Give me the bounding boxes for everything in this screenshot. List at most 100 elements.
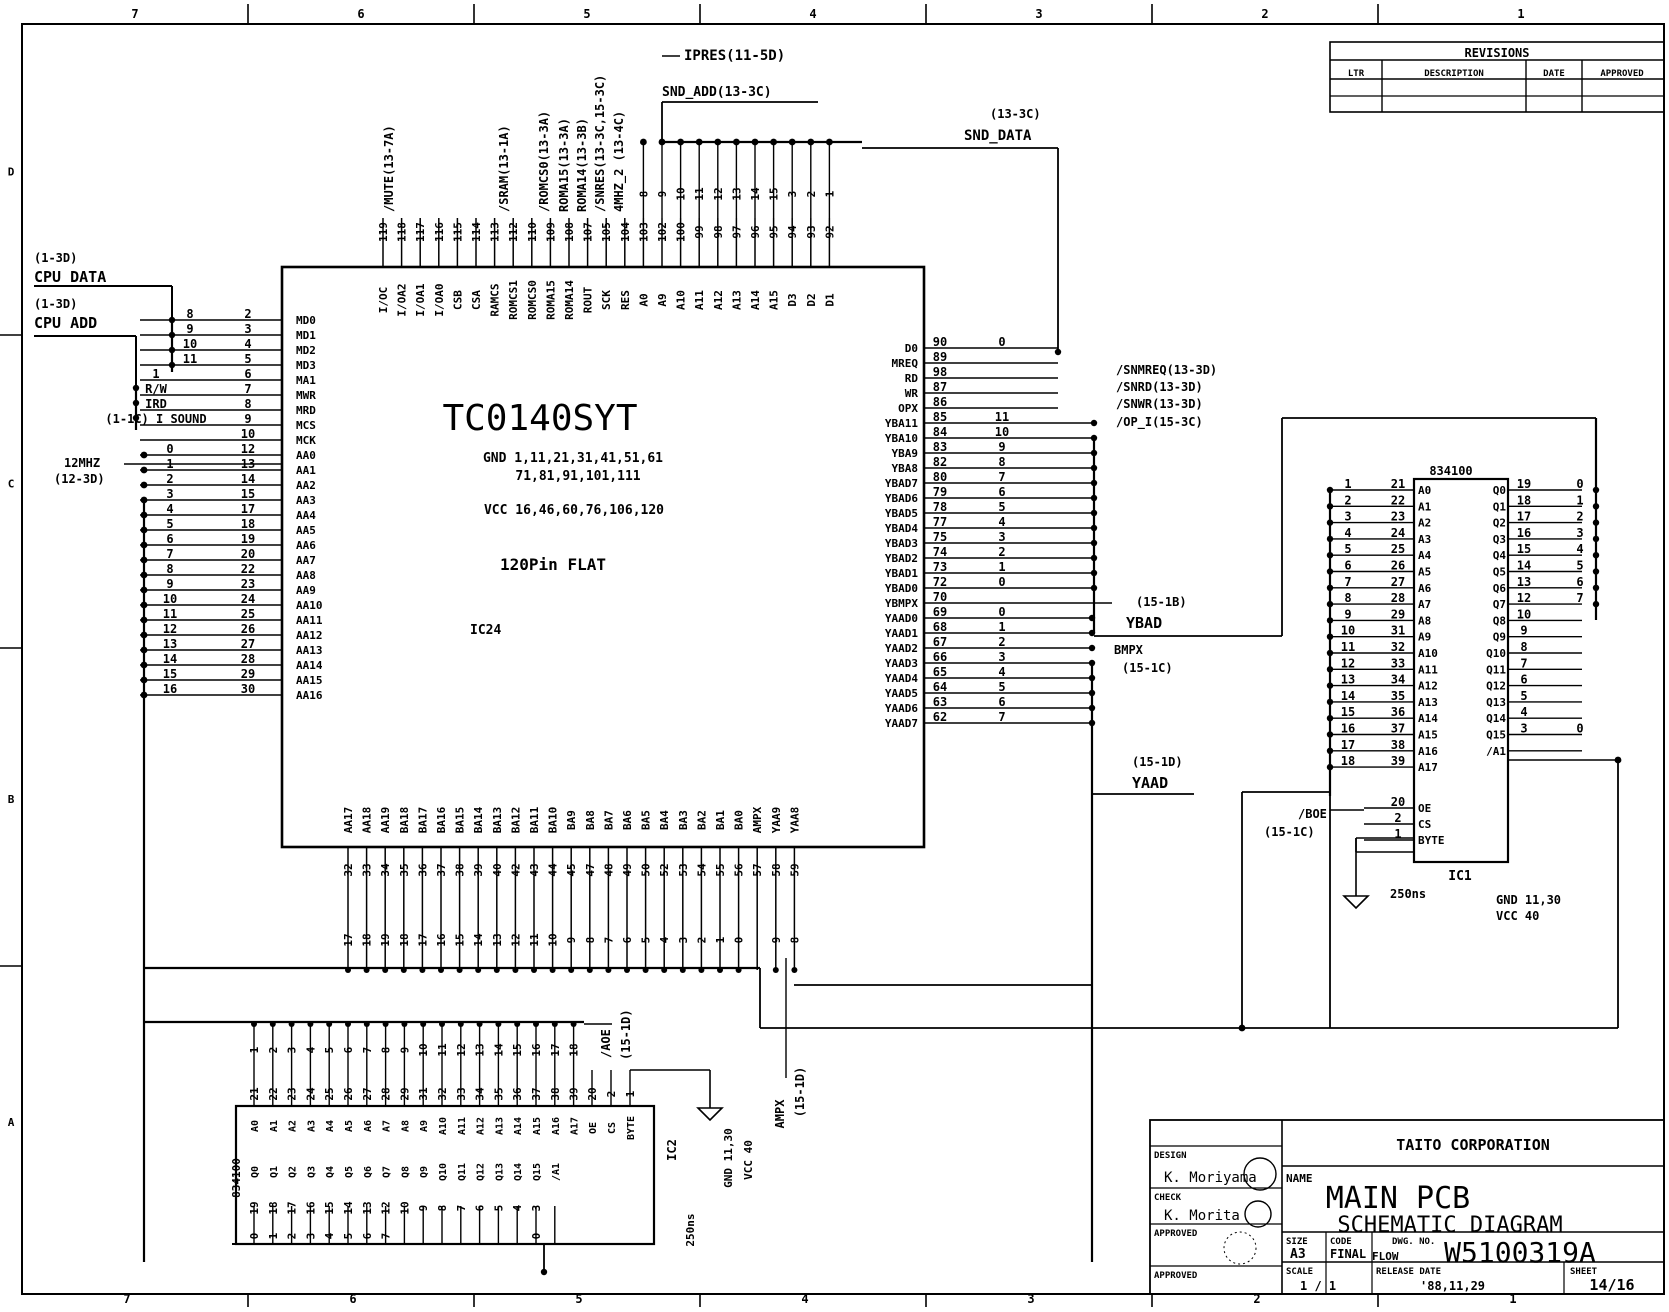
pin-number-right: 89 bbox=[933, 350, 947, 364]
ic1-pin-num-a: 35 bbox=[1391, 689, 1405, 703]
junction-dot bbox=[640, 138, 647, 146]
sheet-border bbox=[21, 23, 1665, 1295]
pin-name-top: A10 bbox=[675, 290, 688, 310]
release-label: RELEASE DATE bbox=[1376, 1267, 1441, 1277]
ic1-net-q: 1 bbox=[1576, 493, 1583, 507]
ic2-pin-num-q: 18 bbox=[267, 1201, 280, 1214]
boe-label: /BOE bbox=[1298, 807, 1327, 821]
pin-name-top: A14 bbox=[749, 290, 762, 310]
net-right: 1 bbox=[998, 560, 1005, 574]
pin-name-bottom: BA14 bbox=[472, 806, 485, 833]
ipres-label: IPRES(11-5D) bbox=[684, 48, 785, 64]
ic1-net-q: 0 bbox=[1576, 722, 1583, 736]
pin-name-top: A11 bbox=[693, 290, 706, 310]
junction-dot bbox=[140, 466, 148, 474]
net-bottom: 8 bbox=[584, 937, 597, 944]
ic24-gnd: GND 1,11,21,31,41,51,61 bbox=[483, 451, 663, 466]
pin-number-left: 28 bbox=[241, 652, 255, 666]
ic1-gnd: GND 11,30 bbox=[1496, 893, 1561, 907]
pin-name-bottom: BA11 bbox=[528, 806, 541, 833]
pin-number-left: 22 bbox=[241, 562, 255, 576]
net-bottom: 2 bbox=[695, 937, 708, 944]
pin-name-bottom: BA15 bbox=[454, 807, 467, 834]
ic1-net-a: 4 bbox=[1344, 526, 1351, 540]
pin-number-top: 105 bbox=[600, 222, 613, 242]
net-left: 1 bbox=[166, 457, 173, 471]
pin-number-right: 85 bbox=[933, 410, 947, 424]
ic2-pin-name-q: Q0 bbox=[250, 1166, 261, 1178]
bmpx-label: BMPX bbox=[1114, 643, 1144, 657]
ic2-net-a: 5 bbox=[323, 1047, 336, 1054]
net-right: 0 bbox=[998, 605, 1005, 619]
ic1-pin-num-q: 13 bbox=[1517, 575, 1531, 589]
net-bottom: 9 bbox=[770, 937, 783, 944]
ic1-pin-name-a: A17 bbox=[1418, 761, 1438, 774]
pin-name-bottom: BA4 bbox=[658, 810, 671, 830]
pin-number-right: 68 bbox=[933, 620, 947, 634]
ic2-pin-name-a: A6 bbox=[363, 1120, 374, 1132]
pin-name-left: AA2 bbox=[296, 479, 316, 492]
ic2-pin-num-q: 8 bbox=[436, 1205, 449, 1212]
ic1-pin-name-q: Q4 bbox=[1493, 549, 1507, 562]
ybad-ref: (15-1B) bbox=[1136, 595, 1187, 609]
ic2-pin-name-q: Q12 bbox=[476, 1163, 487, 1181]
net-right: 3 bbox=[998, 530, 1005, 544]
net-bottom: 13 bbox=[491, 933, 504, 946]
ic1-pin-num-a: 32 bbox=[1391, 640, 1405, 654]
ic2-pin-name-q: Q3 bbox=[306, 1166, 317, 1178]
ic1-pin-num-q: 6 bbox=[1520, 673, 1527, 687]
ic2-pin-num-a: 22 bbox=[267, 1087, 280, 1100]
ic1-speed: 250ns bbox=[1390, 887, 1426, 901]
pin-name-left: AA16 bbox=[296, 689, 323, 702]
ic2-pin-name-a: A1 bbox=[269, 1120, 280, 1132]
ic1-pin-num-a: 36 bbox=[1391, 705, 1405, 719]
pin-number-bottom: 34 bbox=[379, 863, 392, 877]
column-label-top: 2 bbox=[1261, 7, 1268, 21]
ic2-pin-name-a: A8 bbox=[400, 1120, 411, 1132]
sheet-value: 14/16 bbox=[1589, 1276, 1634, 1294]
net-left: 10 bbox=[163, 592, 177, 606]
ic2-speed: 250ns bbox=[684, 1213, 697, 1246]
net-left: 1 bbox=[152, 367, 159, 381]
pin-number-top: 110 bbox=[526, 222, 539, 242]
ic2-pin-name-q: Q5 bbox=[344, 1166, 355, 1178]
pin-name-top: CSA bbox=[470, 290, 483, 310]
net-right: 2 bbox=[998, 635, 1005, 649]
ic2-net-a: 14 bbox=[492, 1043, 505, 1057]
top-signal: ROMA15(13-3A) bbox=[557, 118, 571, 212]
pin-number-top: 114 bbox=[470, 222, 483, 242]
pin-name-left: AA4 bbox=[296, 509, 316, 522]
ground-symbol bbox=[696, 1107, 724, 1122]
ic2-pin-name-a: A4 bbox=[325, 1120, 336, 1132]
row-label: B bbox=[8, 793, 15, 806]
ic1-net-a: 2 bbox=[1344, 493, 1351, 507]
ic2-rom: 121A0222A1323A2424A3525A4626A5727A6828A7… bbox=[230, 1043, 755, 1247]
company-name: TAITO CORPORATION bbox=[1396, 1136, 1550, 1154]
pin-number-top: 118 bbox=[396, 222, 409, 242]
pin-number-top: 113 bbox=[489, 222, 502, 242]
ic2-net-a: 3 bbox=[286, 1047, 299, 1054]
pin-name-top: D2 bbox=[805, 293, 818, 306]
pin-name-bottom: BA16 bbox=[435, 806, 448, 833]
ic2-net-a: 12 bbox=[455, 1043, 468, 1056]
ic1-ctl-num: 2 bbox=[1394, 811, 1401, 825]
ic24-body bbox=[280, 265, 926, 849]
pin-number-left: 8 bbox=[244, 397, 251, 411]
ic1-pin-name-q: Q5 bbox=[1493, 566, 1506, 579]
ic2-body bbox=[234, 1104, 656, 1246]
ybad-label: YBAD bbox=[1126, 614, 1162, 632]
pin-name-bottom: BA6 bbox=[621, 810, 634, 830]
ic2-pin-num-q: 12 bbox=[380, 1201, 393, 1214]
pin-number-bottom: 57 bbox=[751, 863, 764, 876]
pin-number-left: 29 bbox=[241, 667, 255, 681]
pin-name-right: YBA9 bbox=[892, 447, 919, 460]
pin-name-top: I/OA2 bbox=[396, 283, 409, 316]
pin-number-right: 80 bbox=[933, 470, 947, 484]
net-right: 5 bbox=[998, 500, 1005, 514]
aoe-label: /AOE bbox=[599, 1029, 613, 1058]
pin-number-top: 94 bbox=[786, 225, 799, 239]
ic1-net-q: 7 bbox=[1576, 591, 1583, 605]
pin-name-left: AA0 bbox=[296, 449, 316, 462]
ic1-net-q: 6 bbox=[1576, 575, 1583, 589]
pin-name-bottom: YAA9 bbox=[770, 807, 783, 834]
